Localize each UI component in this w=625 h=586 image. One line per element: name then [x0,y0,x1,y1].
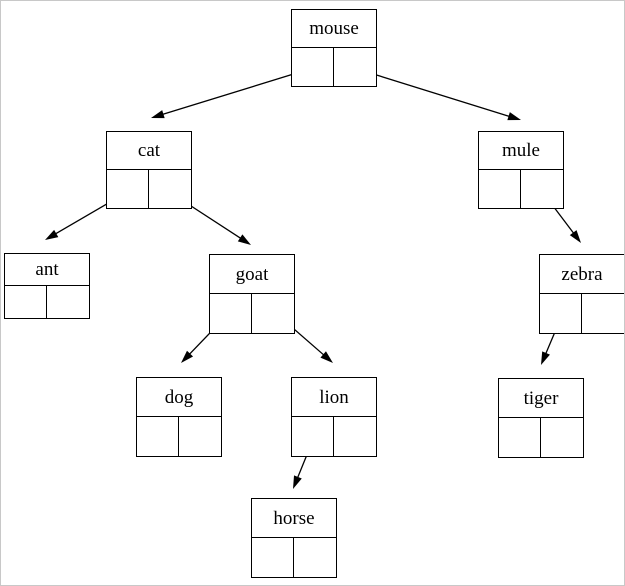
tree-node-goat[interactable]: goat [209,254,295,334]
right-pointer-cell [149,170,191,208]
tree-edge-mouse-to-mule [353,67,521,121]
tree-node-horse[interactable]: horse [251,498,337,578]
node-label: horse [252,499,336,538]
tree-node-mouse[interactable]: mouse [291,9,377,87]
tree-node-ant[interactable]: ant [4,253,90,319]
right-pointer-cell [334,417,376,456]
edge-line [353,67,512,118]
right-pointer-cell [582,294,624,333]
left-pointer-cell [137,417,179,456]
edge-arrowhead [320,351,333,363]
left-pointer-cell [292,48,334,86]
node-pointer-row [499,418,583,457]
node-pointer-row [210,294,294,333]
right-pointer-cell [179,417,221,456]
left-pointer-cell [252,538,294,577]
tree-node-dog[interactable]: dog [136,377,222,457]
left-pointer-cell [210,294,252,333]
left-pointer-cell [479,170,521,208]
node-pointer-row [137,417,221,456]
node-label: lion [292,378,376,417]
node-pointer-row [540,294,624,333]
left-pointer-cell [499,418,541,457]
right-pointer-cell [294,538,336,577]
edge-arrowhead [293,475,302,489]
node-label: mouse [292,10,376,48]
tree-node-mule[interactable]: mule [478,131,564,209]
node-pointer-row [479,170,563,208]
node-label: mule [479,132,563,170]
left-pointer-cell [292,417,334,456]
edge-arrowhead [569,230,581,243]
right-pointer-cell [334,48,376,86]
tree-edge-mouse-to-cat [151,67,314,119]
node-pointer-row [292,417,376,456]
node-pointer-row [5,286,89,318]
tree-node-zebra[interactable]: zebra [539,254,624,334]
left-pointer-cell [540,294,582,333]
right-pointer-cell [521,170,563,208]
edge-arrowhead [237,234,251,245]
right-pointer-cell [47,286,89,318]
right-pointer-cell [252,294,294,333]
edge-arrowhead [181,350,194,363]
edge-arrowhead [151,110,165,119]
node-label: ant [5,254,89,286]
edge-arrowhead [507,112,521,121]
edge-arrowhead [541,351,550,365]
node-pointer-row [292,48,376,86]
node-label: tiger [499,379,583,418]
tree-node-cat[interactable]: cat [106,131,192,209]
node-pointer-row [107,170,191,208]
node-label: zebra [540,255,624,294]
edge-arrowhead [45,229,59,240]
node-label: cat [107,132,191,170]
left-pointer-cell [107,170,149,208]
tree-node-lion[interactable]: lion [291,377,377,457]
node-label: dog [137,378,221,417]
node-label: goat [210,255,294,294]
tree-node-tiger[interactable]: tiger [498,378,584,458]
right-pointer-cell [541,418,583,457]
left-pointer-cell [5,286,47,318]
node-pointer-row [252,538,336,577]
